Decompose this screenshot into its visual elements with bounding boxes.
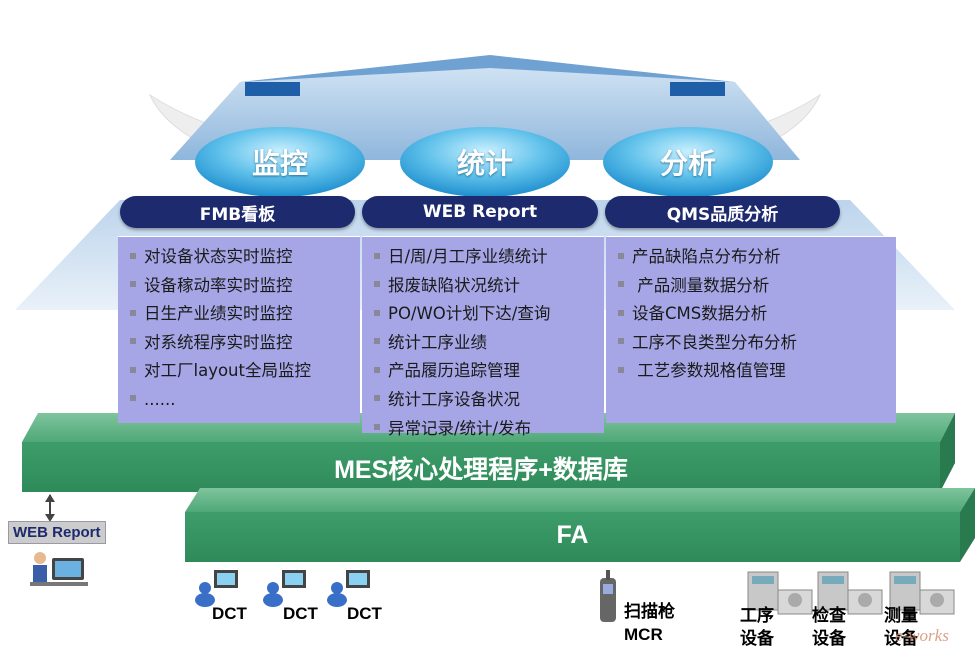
fa-bar-top xyxy=(185,488,975,512)
equipment-label-line-2: 设备 xyxy=(740,629,774,648)
scanner-label-line-1: 扫描枪 xyxy=(624,602,675,621)
list-statistics: 日/周/月工序业绩统计 报废缺陷状况统计 PO/WO计划下达/查询 统计工序业绩… xyxy=(362,237,604,443)
bubble-label: 分析 xyxy=(659,147,716,180)
list-item: 设备CMS数据分析 xyxy=(618,300,896,329)
list-item: 产品缺陷点分布分析 xyxy=(618,243,896,272)
scanner-label: 扫描枪 MCR xyxy=(624,600,675,646)
list-item: ...... xyxy=(130,386,360,415)
web-user-figure xyxy=(30,552,88,586)
equipment-label-line-1: 测量 xyxy=(884,606,918,625)
dct-icon-2 xyxy=(263,570,306,607)
equipment-label-inspection: 检查 设备 xyxy=(812,604,846,650)
list-item: 统计工序设备状况 xyxy=(374,386,604,415)
bubble-monitor: 监控 xyxy=(195,127,365,197)
dct-label-2: DCT xyxy=(283,604,318,623)
list-analysis: 产品缺陷点分布分析 产品测量数据分析 设备CMS数据分析 工序不良类型分布分析 … xyxy=(606,237,896,386)
bubble-label: 统计 xyxy=(456,147,513,180)
equipment-icon-2 xyxy=(817,571,883,615)
dct-icon-1 xyxy=(195,570,238,607)
equipment-label-measurement: 测量 设备 xyxy=(884,604,918,650)
list-item: 产品测量数据分析 xyxy=(618,272,896,301)
dct-icon-3 xyxy=(327,570,370,607)
list-item: PO/WO计划下达/查询 xyxy=(374,300,604,329)
list-item: 异常记录/统计/发布 xyxy=(374,415,604,444)
equipment-label-line-2: 设备 xyxy=(812,629,846,648)
list-item: 对设备状态实时监控 xyxy=(130,243,360,272)
fa-layer-label: FA xyxy=(556,521,589,549)
watermark: e-works xyxy=(895,626,949,645)
header-web-report: WEB Report xyxy=(362,196,598,228)
panel-monitor: 对设备状态实时监控 设备稼动率实时监控 日生产业绩实时监控 对系统程序实时监控 … xyxy=(118,236,360,423)
list-item: 统计工序业绩 xyxy=(374,329,604,358)
equipment-label-line-2: 设备 xyxy=(884,629,918,648)
dct-label-1: DCT xyxy=(212,604,247,623)
list-item: 日生产业绩实时监控 xyxy=(130,300,360,329)
equipment-icon-1 xyxy=(747,571,813,615)
bubble-statistics: 统计 xyxy=(400,127,570,197)
list-item: 设备稼动率实时监控 xyxy=(130,272,360,301)
scanner-label-line-2: MCR xyxy=(624,625,663,644)
list-item: 日/周/月工序业绩统计 xyxy=(374,243,604,272)
web-report-badge: WEB Report xyxy=(8,521,106,544)
list-item: 对系统程序实时监控 xyxy=(130,329,360,358)
dct-label-3: DCT xyxy=(347,604,382,623)
panel-statistics: 日/周/月工序业绩统计 报废缺陷状况统计 PO/WO计划下达/查询 统计工序业绩… xyxy=(362,236,604,438)
roof-ridge xyxy=(240,55,735,82)
list-item: 对工厂layout全局监控 xyxy=(130,357,360,386)
bubble-shape-2 xyxy=(400,127,570,197)
fa-bar-side xyxy=(960,488,975,562)
header-qms: QMS品质分析 xyxy=(605,196,840,228)
header-fmb: FMB看板 xyxy=(120,196,355,228)
list-item: 产品履历追踪管理 xyxy=(374,357,604,386)
list-item: 报废缺陷状况统计 xyxy=(374,272,604,301)
core-bar-front xyxy=(22,442,940,492)
bubble-analysis: 分析 xyxy=(603,127,773,197)
scanner-icon xyxy=(600,570,616,622)
equipment-label-line-1: 检查 xyxy=(812,606,846,625)
equipment-label-process: 工序 设备 xyxy=(740,604,774,650)
core-layer-label: MES核心处理程序+数据库 xyxy=(334,456,628,484)
panel-analysis: 产品缺陷点分布分析 产品测量数据分析 设备CMS数据分析 工序不良类型分布分析 … xyxy=(606,236,896,423)
bubble-shape-3 xyxy=(603,127,773,197)
list-monitor: 对设备状态实时监控 设备稼动率实时监控 日生产业绩实时监控 对系统程序实时监控 … xyxy=(118,237,360,415)
fa-bar-front xyxy=(185,512,960,562)
equipment-label-line-1: 工序 xyxy=(740,606,774,625)
equipment-icon-3 xyxy=(889,571,955,615)
core-bar-side xyxy=(940,413,955,492)
bubble-label: 监控 xyxy=(251,147,308,180)
bubble-shape-1 xyxy=(195,127,365,197)
list-item: 工艺参数规格值管理 xyxy=(618,357,896,386)
list-item: 工序不良类型分布分析 xyxy=(618,329,896,358)
